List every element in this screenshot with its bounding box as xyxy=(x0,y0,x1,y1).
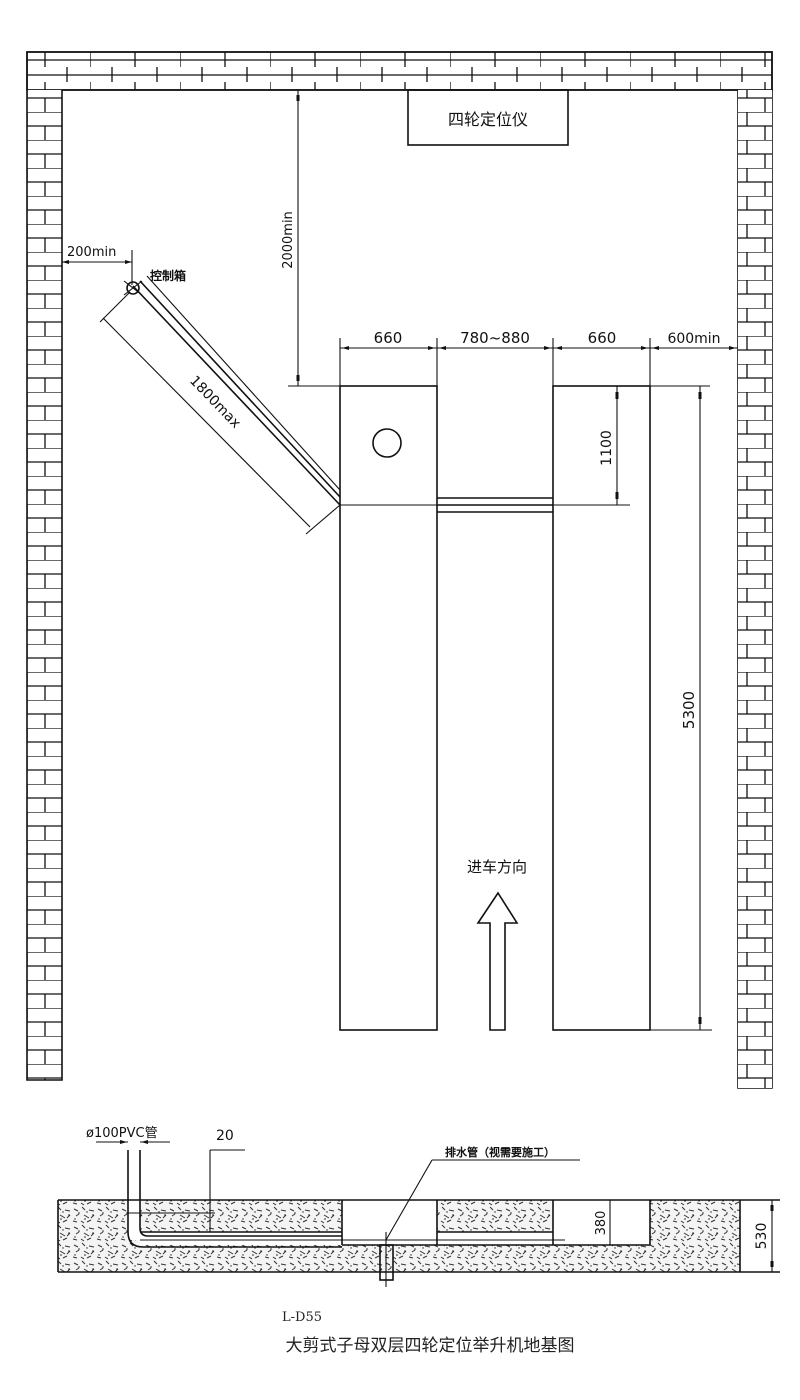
column-circle-icon xyxy=(372,428,402,458)
crossbeam xyxy=(340,497,630,513)
dim-660-right-label: 660 xyxy=(588,329,617,347)
dim-1100-label: 1100 xyxy=(599,430,615,466)
platform-left xyxy=(339,385,438,1031)
dim-380-label: 380 xyxy=(594,1211,609,1236)
dim-200min-label: 200min xyxy=(67,245,116,260)
platform-right xyxy=(552,385,651,1031)
entry-direction-label: 进车方向 xyxy=(467,858,527,876)
section-view xyxy=(57,1140,780,1287)
pvc-pipe-label: ø100PVC管 xyxy=(86,1126,158,1141)
dim-5300-label: 5300 xyxy=(680,691,698,729)
model-code: L-D55 xyxy=(282,1310,322,1325)
dim-600min-label: 600min xyxy=(667,331,720,347)
entry-direction-arrow-icon xyxy=(476,891,519,1031)
wall-left xyxy=(26,51,773,1089)
cable-run xyxy=(99,275,341,535)
dim-front-section xyxy=(615,386,619,505)
drawing-title: 大剪式子母双层四轮定位举升机地基图 xyxy=(286,1336,575,1356)
dim-660-left-label: 660 xyxy=(374,329,403,347)
pipe-offset-label: 20 xyxy=(216,1128,234,1144)
dim-1800max-label: 1800max xyxy=(186,373,243,432)
wheel-aligner-box xyxy=(407,89,569,146)
control-box-icon xyxy=(126,281,140,295)
wheel-aligner-label: 四轮定位仪 xyxy=(448,110,528,129)
wall-right xyxy=(738,90,772,1088)
dim-530-label: 530 xyxy=(754,1223,770,1250)
dim-front-clearance xyxy=(288,90,340,387)
dim-control-box-offset xyxy=(62,250,133,285)
dim-780-880-label: 780~880 xyxy=(460,329,530,347)
control-box-label: 控制箱 xyxy=(150,268,186,283)
drain-pipe-label: 排水管（视需要施工） xyxy=(445,1145,555,1159)
wall-top xyxy=(26,51,773,91)
dim-2000min-label: 2000min xyxy=(281,211,296,269)
dim-platform-length xyxy=(650,386,712,1031)
dim-width-chain xyxy=(339,338,738,387)
